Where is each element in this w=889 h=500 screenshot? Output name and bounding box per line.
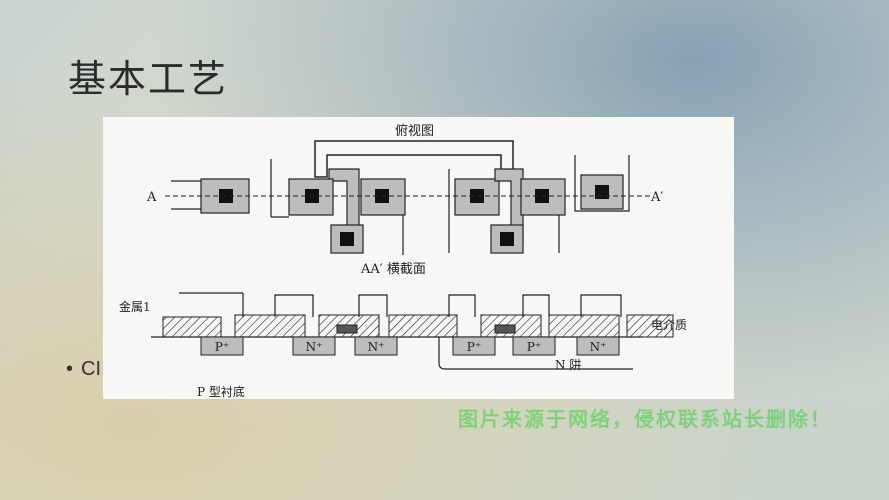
diffusion-5: P⁺: [512, 336, 556, 356]
slide-title: 基本工艺: [68, 57, 229, 101]
diffusion-label-2: N⁺: [306, 340, 323, 354]
diffusion-2: N⁺: [292, 336, 336, 356]
cmos-process-figure: 俯视图 A A′ AA: [103, 117, 734, 399]
nwell-outline: [438, 337, 633, 370]
metal-bump-1: [274, 294, 314, 317]
diffusion-4: P⁺: [452, 336, 496, 356]
metal-bump-2: [358, 294, 388, 317]
watermark-text: 图片来源于网络，侵权联系站长删除！: [458, 407, 832, 431]
dielectric-block-4: [388, 314, 458, 338]
bullet-item: • CI: [66, 358, 101, 381]
bullet-text: CI: [81, 358, 102, 380]
right-well-outline: [574, 155, 630, 212]
diffusion-6: N⁺: [576, 336, 620, 356]
substrate-label: P 型衬底: [197, 384, 245, 399]
top-view-label: 俯视图: [395, 123, 434, 139]
diffusion-label-4: P⁺: [467, 340, 481, 354]
gate-1: [336, 324, 358, 334]
dielectric-block-2: [234, 314, 306, 338]
bullet-marker: •: [66, 358, 74, 380]
dielectric-label: 电介质: [651, 318, 687, 332]
metal-label: 金属1: [119, 299, 151, 314]
section-label: AA′ 横截面: [360, 262, 426, 277]
contact-8: [595, 185, 609, 199]
metal-bump-4: [522, 294, 550, 317]
diffusion-label-3: N⁺: [368, 340, 385, 354]
nwell-label: N 阱: [555, 358, 581, 372]
diffusion-label-6: N⁺: [590, 340, 607, 354]
dielectric-block-1: [162, 316, 222, 338]
label-a-prime: A′: [650, 190, 663, 205]
dielectric-block-7: [626, 314, 674, 338]
metal-bump-3: [448, 294, 476, 317]
label-a: A: [146, 190, 157, 205]
diffusion-label-5: P⁺: [527, 340, 541, 354]
metal-bump-5: [580, 294, 622, 317]
diffusion-1: P⁺: [200, 336, 244, 356]
gate-2: [494, 324, 516, 334]
diffusion-label-1: P⁺: [215, 340, 229, 354]
top-metal-bar: [314, 140, 514, 178]
contact-7: [500, 232, 514, 246]
contact-4: [340, 232, 354, 246]
diffusion-3: N⁺: [354, 336, 398, 356]
dielectric-block-6: [548, 314, 620, 338]
cmos-diagram: 俯视图 A A′ AA: [119, 123, 687, 399]
